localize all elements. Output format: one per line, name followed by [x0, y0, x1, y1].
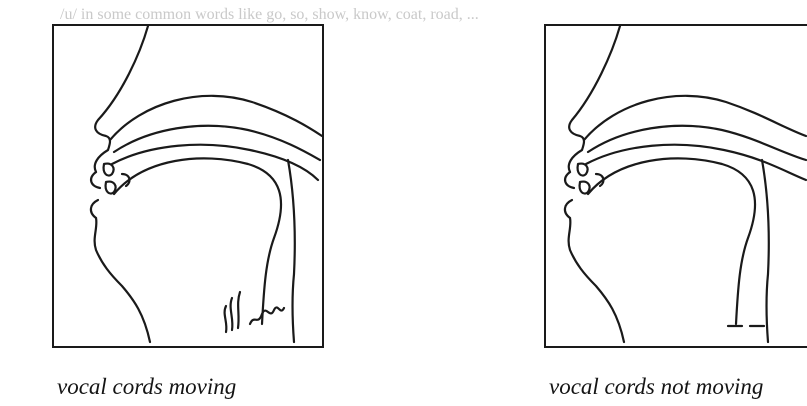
figure-caption-left: vocal cords moving — [57, 374, 236, 400]
vocal-tract-diagram-right — [544, 24, 807, 346]
vocal-tract-diagram-left — [52, 24, 322, 346]
figure-caption-right: vocal cords not moving — [549, 374, 763, 400]
bleed-through-line: /u/ in some common words like go, so, sh… — [60, 6, 479, 24]
